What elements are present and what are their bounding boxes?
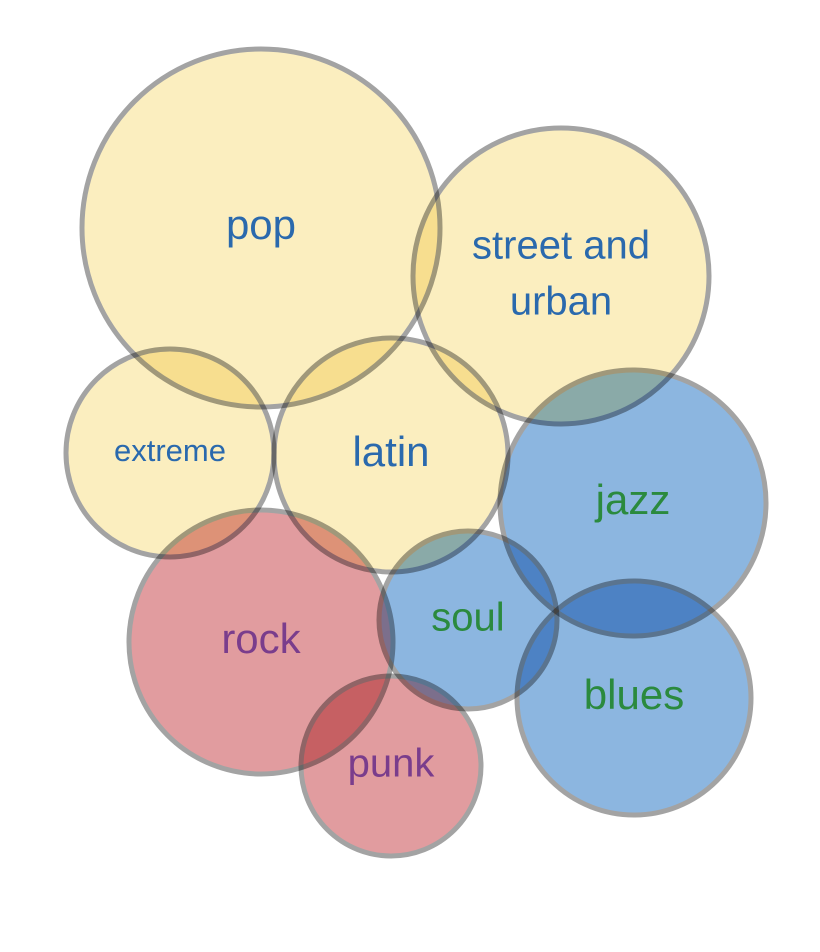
bubble-label-rock: rock: [221, 615, 301, 662]
bubble-label-latin: latin: [352, 428, 429, 475]
bubble-label-punk: punk: [348, 742, 436, 786]
bubble-label-street-and-urban-line-2: urban: [510, 280, 612, 324]
bubble-layer: [63, 46, 769, 859]
bubble-blues: [514, 578, 754, 818]
label-layer: pop street and urban extreme latin jazz soul bl…: [114, 201, 684, 785]
bubble-label-soul: soul: [431, 596, 504, 640]
bubble-label-extreme: extreme: [114, 433, 226, 468]
bubble-label-blues: blues: [584, 671, 684, 718]
bubble-label-jazz: jazz: [594, 476, 671, 523]
bubble-label-pop: pop: [226, 201, 296, 248]
bubble-punk: [298, 673, 484, 859]
bubble-label-street-and-urban-line-1: street and: [472, 224, 650, 268]
